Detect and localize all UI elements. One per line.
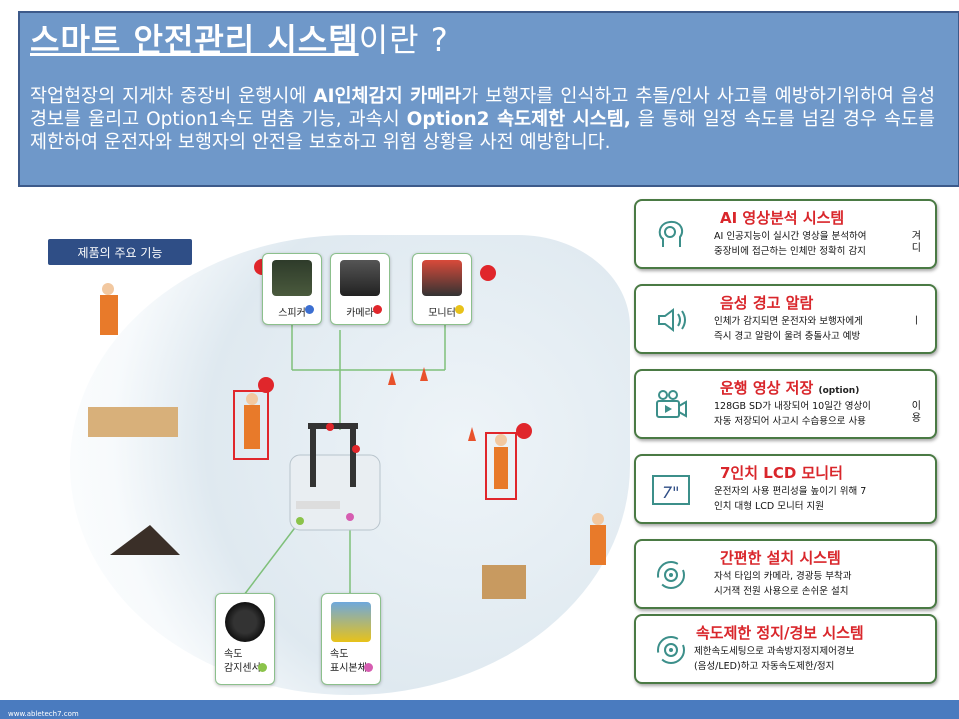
monitor-icon bbox=[422, 260, 462, 296]
red-dot bbox=[372, 305, 382, 314]
worker-icon bbox=[590, 513, 606, 565]
desc-part: 가 보행자를 인식하고 추돌/인사 사고를 예방하기위하여 음성경보를 울리고 … bbox=[30, 86, 935, 130]
description: 작업현장의 지게차 중장비 운행시에 AI인체감지 카메라가 보행자를 인식하고… bbox=[30, 85, 935, 154]
feature-title: 운행 영상 저장 (option) bbox=[720, 379, 860, 397]
worker-icon bbox=[100, 283, 118, 335]
feature-side-text: 겨 디 bbox=[911, 231, 921, 254]
page-title: 스마트 안전관리 시스템이란 ? bbox=[30, 15, 449, 61]
speaker-vest-icon bbox=[272, 260, 312, 296]
gear-cycle-icon bbox=[650, 555, 692, 595]
lumber-icon bbox=[88, 407, 178, 437]
yellow-dot bbox=[454, 305, 464, 314]
title-suffix: 이란 ? bbox=[358, 21, 449, 59]
feature-title: 음성 경고 알람 bbox=[720, 294, 814, 312]
feature-side-text: ㅣ bbox=[911, 316, 921, 327]
features-badge: 제품의 주요 기능 bbox=[48, 239, 192, 265]
desc-part: 을 통해 일정 속도를 넘길 경우 속도를 제한하여 운전자와 보행자의 안전을… bbox=[30, 109, 935, 153]
video-camera-icon bbox=[650, 385, 692, 425]
feature-card-recording: 운행 영상 저장 (option) 128GB SD가 내장되어 10일간 영상… bbox=[634, 369, 937, 439]
svg-text:7": 7" bbox=[662, 483, 680, 502]
desc-highlight: Option2 속도제한 시스템, bbox=[406, 109, 631, 130]
speaker-device: 스피커 bbox=[262, 253, 322, 325]
feature-title: 간편한 설치 시스템 bbox=[720, 549, 841, 567]
alert-icon bbox=[258, 377, 274, 393]
monitor-label: 모니터 bbox=[428, 308, 456, 319]
display-unit-icon bbox=[331, 602, 371, 642]
option-note: (option) bbox=[818, 386, 860, 396]
header-panel: 스마트 안전관리 시스템이란 ? 작업현장의 지게차 중장비 운행시에 AI인체… bbox=[18, 11, 959, 187]
footer-bar: www.abletech7.com bbox=[0, 700, 959, 719]
gear-cycle-icon bbox=[650, 630, 692, 670]
worker-icon bbox=[233, 390, 269, 460]
footer-url[interactable]: www.abletech7.com bbox=[8, 710, 79, 718]
feature-title: 7인치 LCD 모니터 bbox=[720, 464, 843, 482]
feature-desc: 제한속도세팅으로 과속방지정지제어경보(음성/LED)하고 자동속도제한/정지 bbox=[694, 646, 855, 672]
speaker-icon bbox=[650, 300, 692, 340]
sensor-icon bbox=[225, 602, 265, 642]
box-icon bbox=[482, 565, 526, 599]
feature-title: 속도제한 정지/경보 시스템 bbox=[696, 624, 864, 642]
cone-icon bbox=[420, 367, 428, 381]
alert-icon bbox=[480, 265, 496, 281]
pink-dot bbox=[363, 663, 373, 672]
camera-icon bbox=[340, 260, 380, 296]
desc-highlight: AI인체감지 카메라 bbox=[313, 86, 462, 107]
camera-device: 카메라 bbox=[330, 253, 390, 325]
speaker-label: 스피커 bbox=[278, 308, 306, 319]
camera-label: 카메라 bbox=[346, 308, 374, 319]
green-dot bbox=[257, 663, 267, 672]
feature-title: AI 영상분석 시스템 bbox=[720, 209, 845, 227]
worker-icon bbox=[485, 432, 517, 500]
title-main: 스마트 안전관리 시스템 bbox=[30, 21, 359, 59]
forklift-icon bbox=[289, 423, 381, 531]
feature-card-speed-limit: 속도제한 정지/경보 시스템 제한속도세팅으로 과속방지정지제어경보(음성/LE… bbox=[634, 614, 937, 684]
feature-side-text: 이 용 bbox=[911, 401, 921, 424]
cone-icon bbox=[468, 427, 476, 441]
desc-part: 작업현장의 지게차 중장비 운행시에 bbox=[30, 86, 314, 107]
material-pile-icon bbox=[110, 525, 180, 555]
blue-dot bbox=[304, 305, 314, 314]
cone-icon bbox=[388, 371, 396, 385]
alert-icon bbox=[516, 423, 532, 439]
monitor-device: 모니터 bbox=[412, 253, 472, 325]
lcd-monitor-icon: 7" bbox=[650, 470, 692, 510]
ai-head-icon bbox=[650, 215, 692, 255]
